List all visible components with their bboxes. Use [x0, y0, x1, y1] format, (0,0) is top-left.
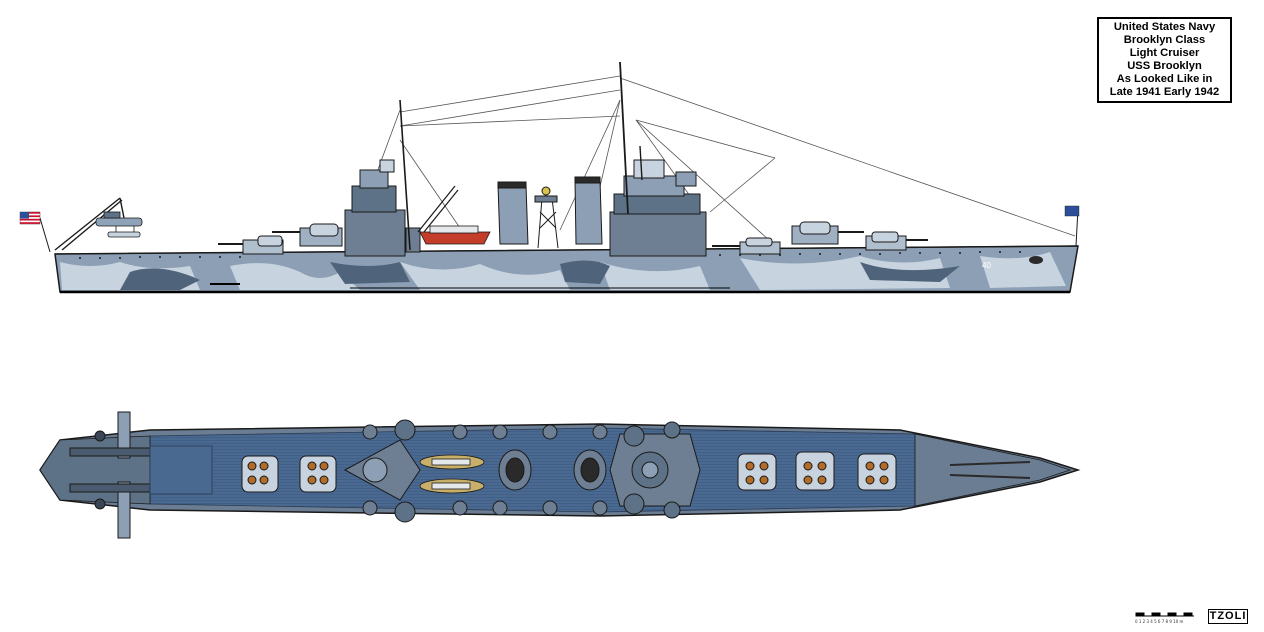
- quarterdeck: [39, 435, 151, 505]
- side-profile: 40: [19, 61, 1080, 294]
- secondary-mounts-top: [362, 424, 608, 516]
- caption-line-ship: USS Brooklyn: [1127, 60, 1202, 72]
- caption-line-as-looked: As Looked Like in: [1116, 73, 1213, 85]
- rigging-lines: [359, 75, 1076, 251]
- union-jack-flag-icon: [1064, 205, 1080, 217]
- caption-line-date: Late 1941 Early 1942: [1109, 86, 1220, 98]
- forecastle: [914, 433, 1072, 507]
- rangefinder-post: [639, 145, 643, 181]
- hull-number: 40: [982, 261, 991, 270]
- hangar-hatch: [149, 445, 213, 495]
- aft-crane: [54, 197, 125, 251]
- forward-superstructure: [609, 159, 707, 257]
- forward-superstructure-top: [609, 421, 701, 519]
- searchlight-tower: [534, 186, 559, 249]
- motor-boat: [419, 225, 491, 245]
- caption-line-type: Light Cruiser: [1129, 47, 1200, 59]
- boat-crane: [417, 185, 459, 233]
- ensign-staff: [39, 217, 51, 253]
- floatplane: [95, 211, 143, 238]
- caption-line-navy: United States Navy: [1113, 21, 1216, 33]
- caption-box: United States Navy Brooklyn Class Light …: [1097, 17, 1232, 103]
- funnels: [497, 176, 603, 245]
- scale-bar: [1135, 612, 1194, 617]
- funnels-top: [498, 449, 607, 491]
- boats-top: [419, 454, 485, 494]
- aft-turrets-side: [218, 223, 343, 255]
- camouflage-dark: [120, 260, 960, 290]
- aft-superstructure-top: [343, 419, 421, 523]
- forward-turrets-top: [737, 451, 897, 491]
- deck-edge: [54, 245, 1079, 255]
- forward-mast: [619, 61, 629, 215]
- anchor-icon: [1029, 256, 1043, 264]
- aft-mast: [399, 99, 411, 251]
- top-view: [39, 411, 1081, 539]
- scale-label: 0 1 2 3 4 5 6 7 8 9 10 m: [1135, 619, 1184, 624]
- artist-signature: TZOLI: [1208, 609, 1248, 624]
- aft-superstructure: [344, 159, 421, 257]
- caption-line-class: Brooklyn Class: [1123, 34, 1206, 46]
- us-ensign-flag-icon: [19, 211, 41, 225]
- portholes: [79, 251, 1021, 259]
- aft-turrets-top: [241, 455, 337, 493]
- anchor-chains: [949, 461, 1031, 479]
- forward-turrets-side: [712, 221, 928, 255]
